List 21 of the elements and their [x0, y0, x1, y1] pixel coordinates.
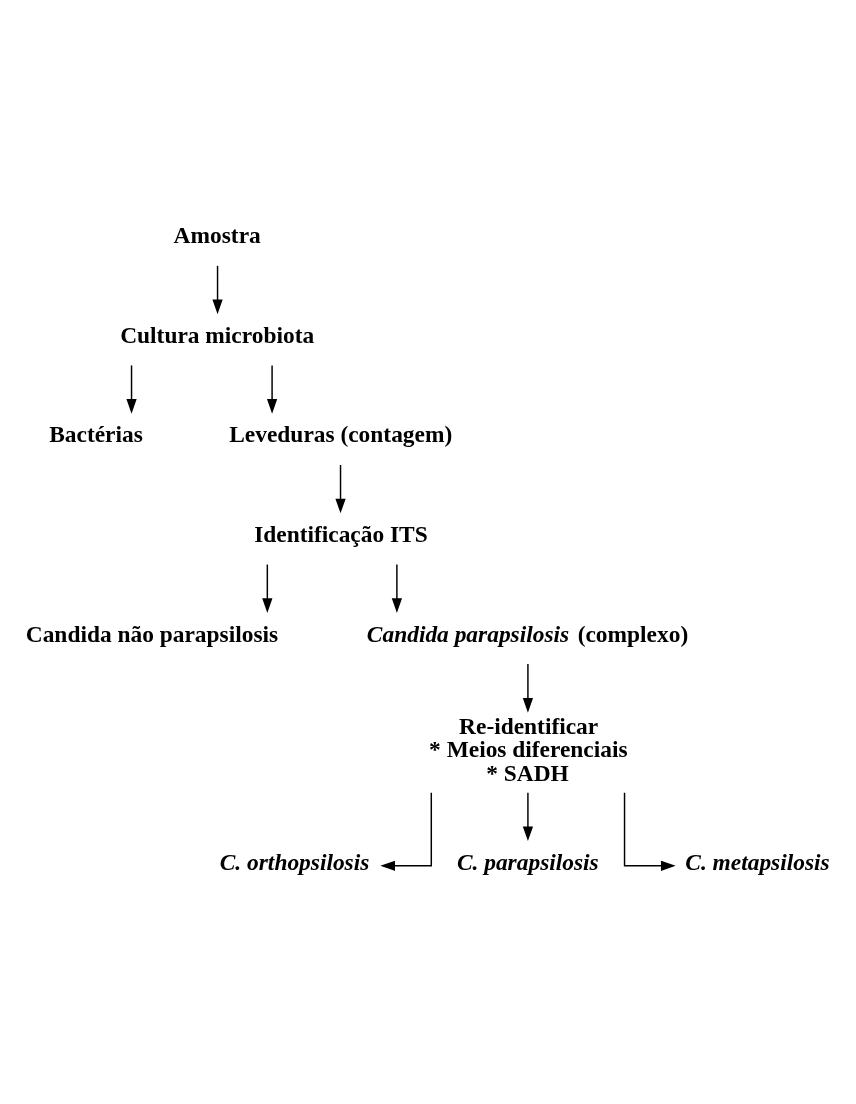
- arrow: [266, 364, 278, 414]
- node-text: Leveduras (contagem): [229, 420, 453, 447]
- node-text: Candida parapsilosis (complexo): [366, 620, 689, 647]
- arrow: [335, 463, 346, 513]
- arrow: [126, 364, 137, 414]
- arrow: [380, 791, 433, 871]
- node-text: C. orthopsilosis: [219, 848, 370, 875]
- arrow: [262, 563, 273, 613]
- arrow: [391, 563, 402, 613]
- node-text: C. parapsilosis: [456, 848, 599, 875]
- node-text: Re-identificar * Meios diferenciais * SADH: [429, 712, 628, 786]
- node-text: Identificação ITS: [254, 520, 428, 547]
- arrow: [212, 264, 223, 314]
- arrow: [522, 662, 534, 713]
- node-text: Candida não parapsilosis: [25, 620, 279, 647]
- node-text: Bactérias: [49, 420, 143, 447]
- arrow: [522, 791, 534, 841]
- node-text: C. metapsilosis: [685, 848, 830, 875]
- node-text: Amostra: [173, 221, 261, 248]
- arrow: [623, 791, 676, 871]
- node-text: Cultura microbiota: [120, 321, 315, 348]
